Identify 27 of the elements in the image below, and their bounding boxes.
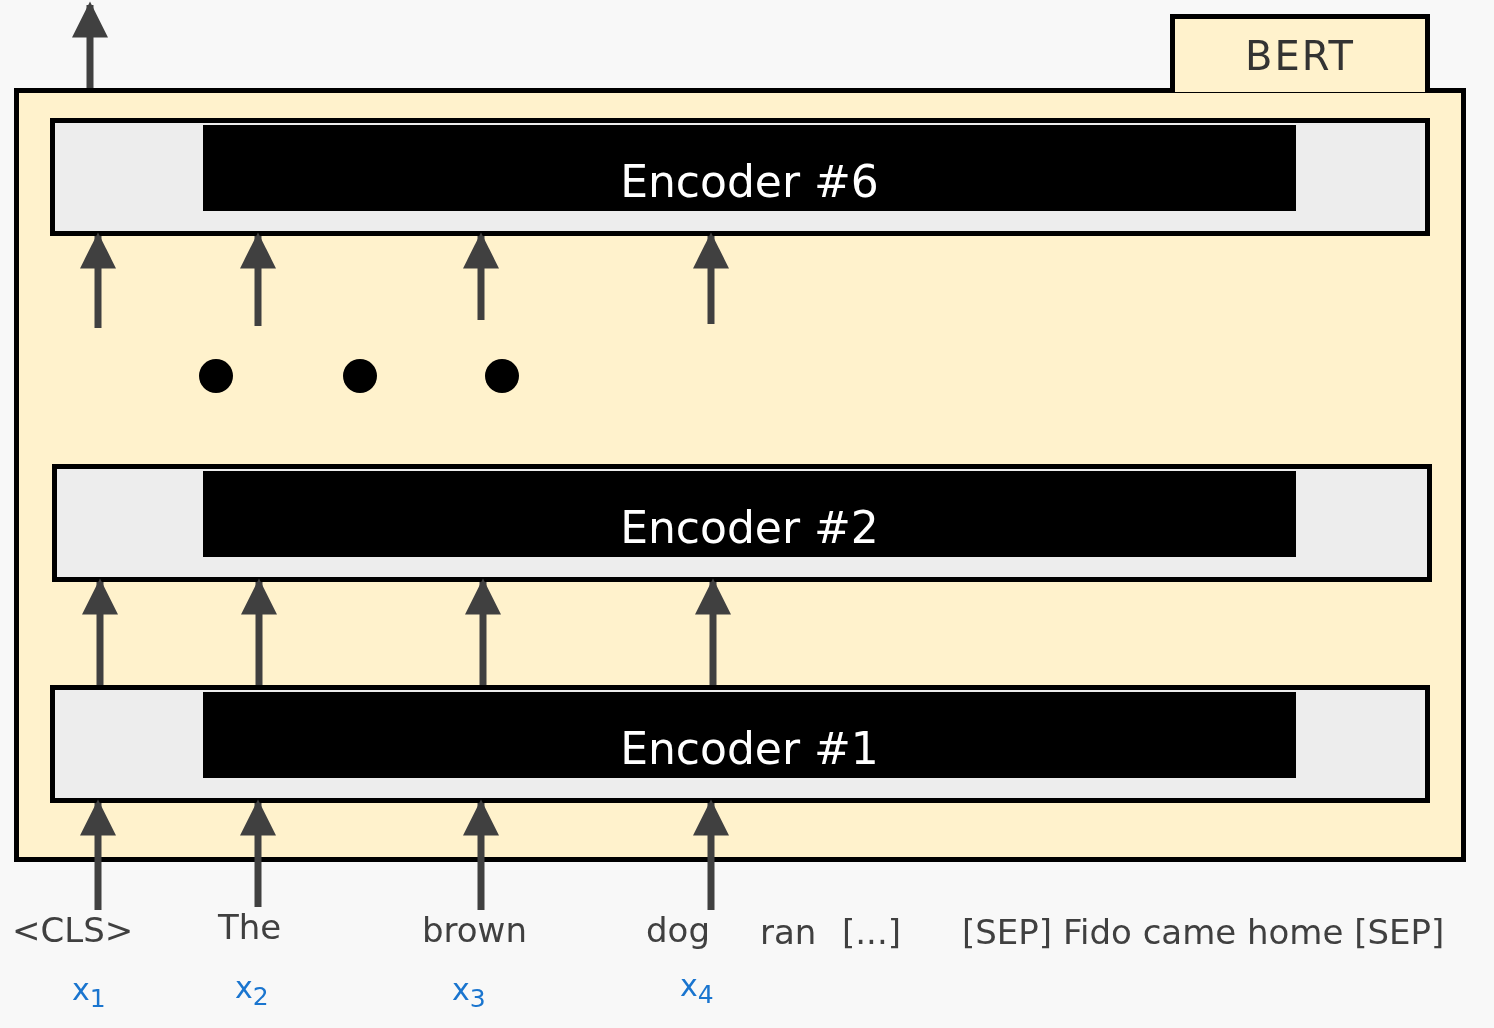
arrow xyxy=(695,578,731,685)
arrow xyxy=(240,799,276,907)
encoder-label: Encoder #6 xyxy=(203,125,1296,211)
encoder-layer xyxy=(50,118,1430,236)
arrow xyxy=(80,799,116,910)
encoder-layer xyxy=(50,685,1430,803)
arrow xyxy=(82,578,118,685)
token-label: The xyxy=(218,907,294,955)
token-label: ran xyxy=(760,912,817,952)
token-label: <CLS> xyxy=(12,910,148,958)
encoder-layer xyxy=(52,464,1432,582)
arrow xyxy=(463,799,499,910)
encoder-label: Encoder #1 xyxy=(203,692,1296,778)
token-label: [SEP] Fido came home [SEP] xyxy=(962,912,1445,952)
encoder-label: Encoder #2 xyxy=(203,471,1296,557)
token-label: brown xyxy=(422,910,548,958)
arrow xyxy=(693,799,729,910)
arrow xyxy=(241,578,277,685)
token-label: [...] xyxy=(842,912,901,952)
variable-label: x$_{2}$ xyxy=(235,970,269,1011)
arrow xyxy=(72,1,108,88)
model-tab: BERT xyxy=(1170,14,1430,92)
variable-label: x$_{3}$ xyxy=(452,972,486,1013)
variable-label: x$_{1}$ xyxy=(72,972,106,1013)
variable-label: x$_{4}$ xyxy=(680,968,714,1009)
arrow xyxy=(465,578,501,685)
token-label: dog xyxy=(646,910,728,958)
